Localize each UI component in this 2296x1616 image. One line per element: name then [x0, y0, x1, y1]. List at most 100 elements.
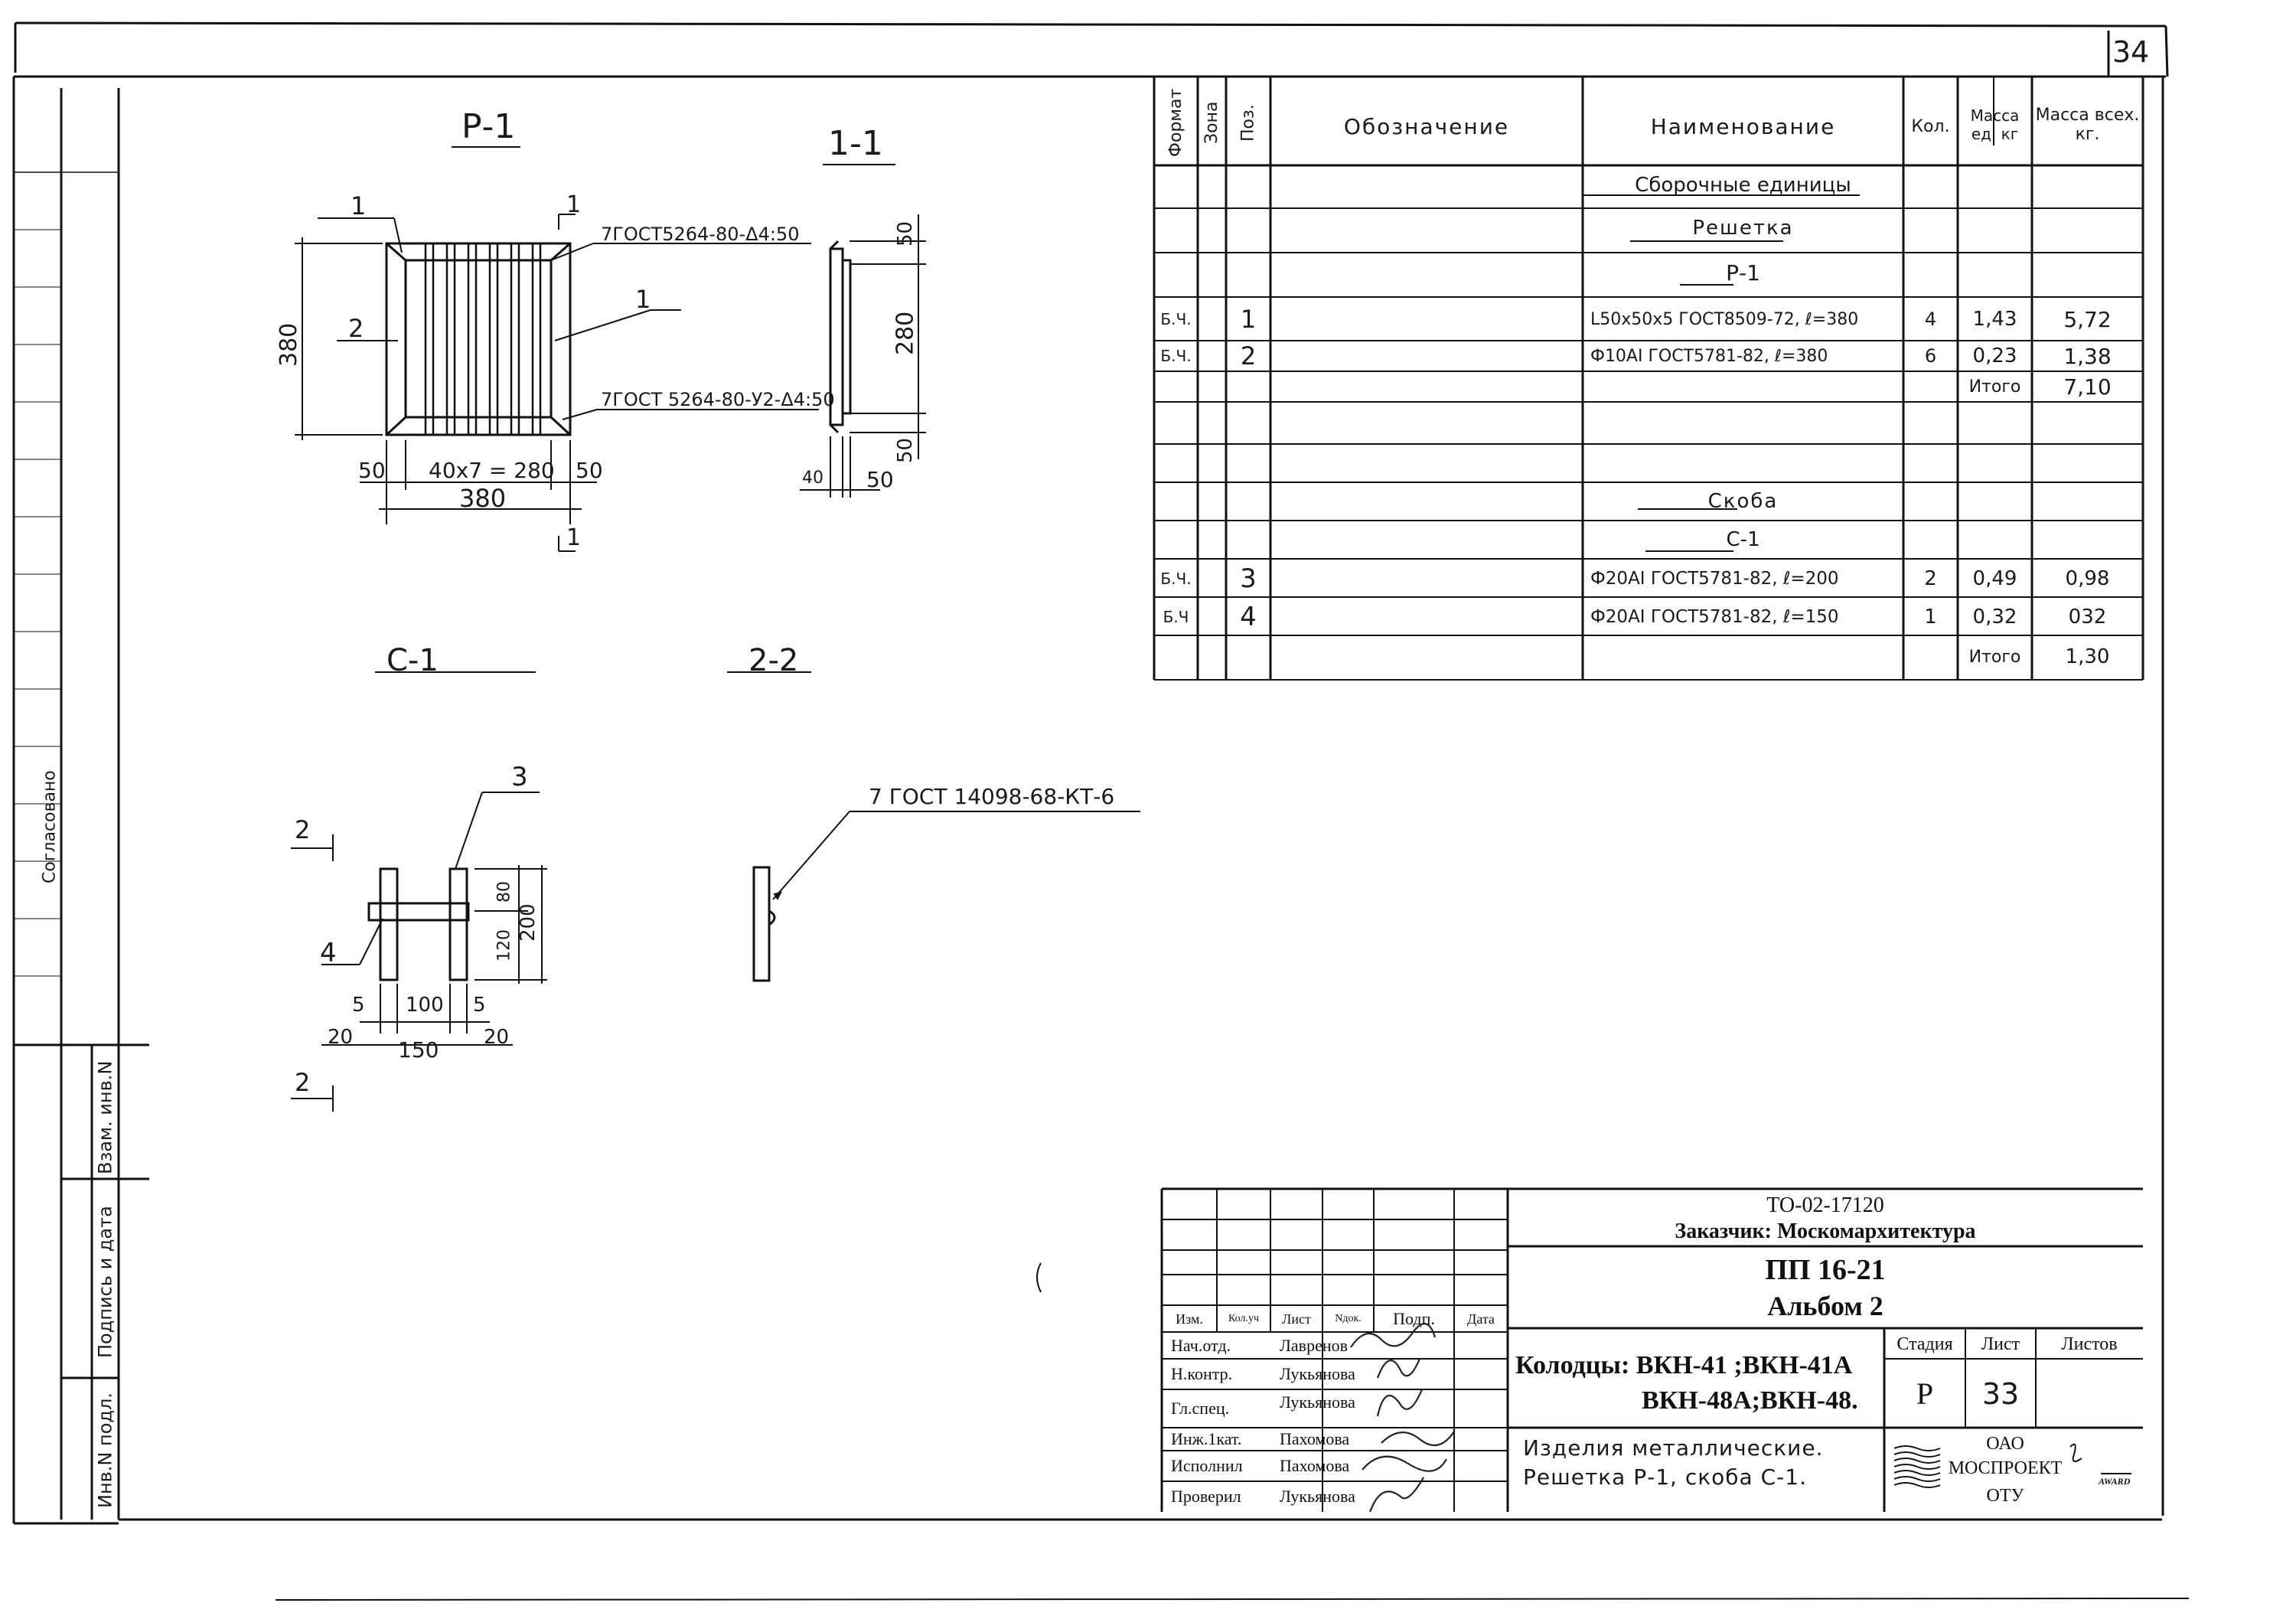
- row-format: Б.Ч: [1163, 607, 1189, 626]
- row-pos: 2: [1240, 341, 1257, 371]
- dim-label: 40x7 = 280: [429, 458, 555, 483]
- pos-1-label: 1: [351, 191, 367, 220]
- header-mass-unit: Масса ед. кг: [1970, 106, 2020, 143]
- pos-1-label: 1: [635, 285, 651, 314]
- row-mass-unit: 1,43: [1972, 308, 2017, 331]
- award-label: AWARD: [2099, 1476, 2131, 1487]
- role-label: Нач.отд.: [1171, 1335, 1231, 1355]
- sheet-title-line-2: Решетка Р-1, скоба С-1.: [1523, 1464, 1807, 1490]
- dim-label: 20: [484, 1026, 510, 1049]
- row-name: Решетка: [1692, 217, 1794, 240]
- header-name: Наименование: [1650, 113, 1836, 139]
- header-zone: Зона: [1202, 101, 1221, 145]
- org-line-3: ОТУ: [1986, 1485, 2024, 1506]
- role-name: Лукьянова: [1280, 1364, 1355, 1383]
- dim-label: 50: [866, 467, 894, 492]
- dim-label: 280: [892, 311, 919, 355]
- row-pos: 1: [1240, 305, 1257, 334]
- header-format: Формат: [1166, 88, 1186, 158]
- row-name: Ф10АI ГОСТ5781-82, ℓ=380: [1590, 346, 1828, 366]
- row-mass-total: 1,38: [2063, 343, 2112, 369]
- role-name: Пахомова: [1280, 1456, 1350, 1475]
- dim-label: 20: [328, 1026, 354, 1049]
- weld-note-s22: 7 ГОСТ 14098-68-КТ-6: [869, 784, 1115, 809]
- change-header-izm: Изм.: [1176, 1311, 1203, 1327]
- org-line-1: ОАО: [1986, 1433, 2024, 1454]
- header-mass-total: Масса всех. кг.: [2035, 105, 2140, 144]
- doc-code: ТО-02-17120: [1766, 1193, 1884, 1217]
- cut-mark-label: 2: [295, 1068, 311, 1097]
- change-header-kol: Кол.уч: [1228, 1313, 1259, 1324]
- row-name: Сборочные единицы: [1635, 174, 1851, 197]
- dim-label: 50: [894, 220, 917, 246]
- signatures: [1350, 1323, 1455, 1513]
- dim-label: 380: [459, 484, 507, 513]
- view-title-s22: 2-2: [748, 643, 799, 678]
- dim-height: 380: [276, 322, 302, 367]
- stamp-sign-date: Подпись и дата: [94, 1206, 116, 1359]
- role-label: Инж.1кат.: [1171, 1429, 1242, 1448]
- row-name: Р-1: [1726, 260, 1760, 286]
- change-header-ndok: Nдок.: [1335, 1313, 1362, 1324]
- weld-note-top: 7ГОСТ5264-80-Δ4:50: [601, 224, 800, 245]
- weld-note-bottom: 7ГОСТ 5264-80-У2-Δ4:50: [601, 389, 835, 410]
- dim-label: 5: [473, 994, 486, 1017]
- dim-label: 50: [894, 437, 917, 463]
- dim-label: 80: [494, 881, 514, 903]
- row-mass-unit: Итого: [1968, 377, 2021, 397]
- row-format: Б.Ч.: [1160, 347, 1192, 365]
- sheet-number: 34: [2112, 34, 2150, 69]
- sheet-value: 33: [1981, 1376, 2020, 1411]
- role-name: Лукьянова: [1280, 1487, 1355, 1506]
- role-name: Лавренов: [1280, 1335, 1348, 1355]
- dim-label: 5: [352, 994, 365, 1017]
- sheets-value: [2036, 1361, 2143, 1426]
- album: Альбом 2: [1767, 1291, 1883, 1321]
- dim-label: 120: [494, 929, 514, 961]
- sheets-header: Листов: [2061, 1334, 2118, 1354]
- row-pos: 4: [1240, 601, 1257, 632]
- dim-label: 50: [358, 458, 386, 483]
- row-name: Скоба: [1707, 489, 1779, 513]
- view-title-s11: 1-1: [828, 124, 883, 163]
- stamp-agreed: Согласовано: [40, 770, 60, 883]
- row-mass-unit: 0,23: [1972, 344, 2017, 367]
- dim-label: 150: [398, 1037, 439, 1063]
- change-header-sign: Подп.: [1393, 1309, 1435, 1328]
- customer: Заказчик: Москомархитектура: [1675, 1219, 1976, 1243]
- row-mass-total: 0,98: [2065, 566, 2110, 590]
- row-mass-unit: 0,32: [1972, 605, 2017, 628]
- role-label: Н.контр.: [1171, 1364, 1233, 1383]
- header-designation: Обозначение: [1343, 113, 1510, 139]
- view-title-c1: С-1: [386, 643, 439, 678]
- row-mass-total: 7,10: [2063, 374, 2112, 400]
- row-format: Б.Ч.: [1160, 310, 1192, 328]
- row-mass-total: 5,72: [2063, 306, 2112, 332]
- change-header-date: Дата: [1467, 1311, 1495, 1327]
- stamp-exchange-inv: Взам. инв.N: [94, 1060, 116, 1175]
- row-name: Ф20АI ГОСТ5781-82, ℓ=200: [1590, 568, 1839, 589]
- pos-4-label: 4: [320, 938, 337, 968]
- sheet-title-line-1: Изделия металлические.: [1523, 1435, 1824, 1461]
- row-mass-unit: 0,49: [1972, 566, 2017, 590]
- header-qty: Кол.: [1911, 116, 1950, 136]
- role-label: Гл.спец.: [1171, 1399, 1230, 1418]
- dim-label: 100: [406, 994, 444, 1017]
- pos-3-label: 3: [511, 762, 528, 792]
- row-mass-total: 1,30: [2065, 645, 2110, 668]
- dim-label: 40: [802, 468, 823, 488]
- role-name: Пахомова: [1280, 1429, 1350, 1448]
- role-label: Исполнил: [1171, 1456, 1243, 1475]
- header-pos: Поз.: [1238, 104, 1258, 142]
- org-line-2: МОСПРОЕКТ: [1948, 1458, 2063, 1478]
- row-qty: 1: [1924, 605, 1937, 628]
- row-qty: 2: [1924, 566, 1937, 590]
- stage-value: Р: [1916, 1376, 1934, 1411]
- view-title-p1: Р-1: [461, 107, 516, 146]
- object-line-2: ВКН-48А;ВКН-48.: [1642, 1386, 1858, 1415]
- row-name: С-1: [1726, 527, 1760, 551]
- cut-mark-label: 1: [566, 524, 582, 551]
- pos-2-label: 2: [348, 314, 364, 343]
- project-code: ПП 16-21: [1765, 1254, 1886, 1286]
